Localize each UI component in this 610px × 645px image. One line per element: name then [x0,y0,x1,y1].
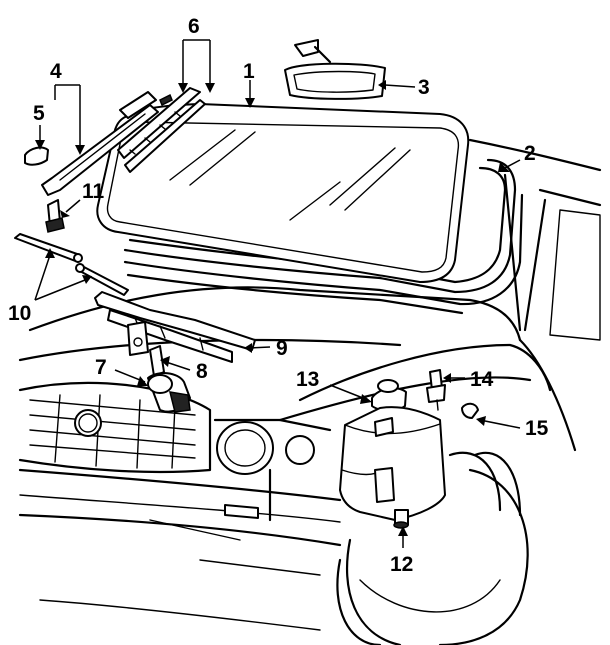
callout-10: 10 [8,302,31,325]
callout-1: 1 [243,60,255,83]
callout-2: 2 [524,142,536,165]
callout-8: 8 [196,360,208,383]
callout-13: 13 [296,368,319,391]
callout-14: 14 [470,368,494,391]
callout-6: 6 [188,15,200,38]
wiper-linkage [14,199,256,413]
callout-12: 12 [390,553,413,576]
callout-7: 7 [95,356,107,379]
washer-system [339,369,479,529]
callout-9: 9 [276,337,288,360]
windshield-assembly [96,103,524,315]
callout-5: 5 [33,102,45,125]
rearview-mirror [284,39,386,100]
callout-11: 11 [82,180,105,203]
callout-3: 3 [418,76,430,99]
callout-4: 4 [50,60,62,83]
wiper-parts [24,87,206,196]
callout-leaders [34,39,521,548]
vehicle-body [18,138,602,645]
callout-labels: 1 2 3 4 5 6 7 8 9 10 11 12 13 14 15 [8,15,549,576]
callout-15: 15 [525,417,549,440]
